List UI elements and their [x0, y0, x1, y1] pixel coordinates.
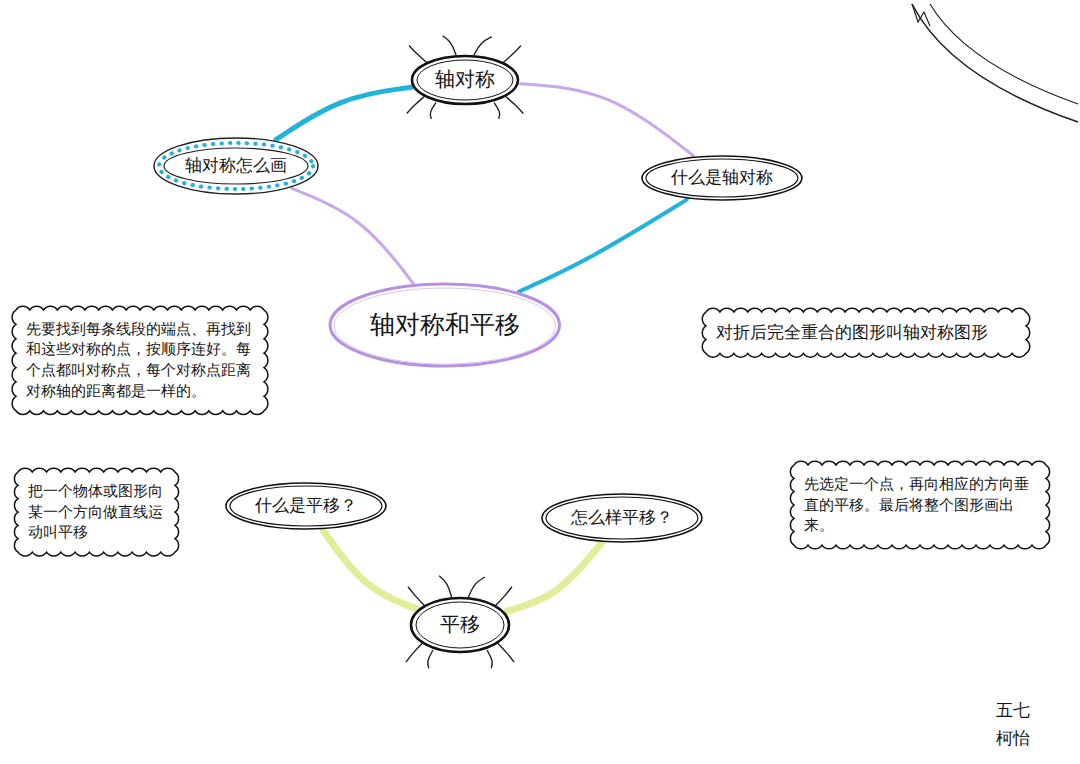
oval-outline [646, 159, 798, 197]
bug-leg [495, 587, 512, 606]
cloud-outline [702, 309, 1029, 358]
bug-leg [439, 576, 451, 598]
oval-outline [226, 483, 386, 529]
bug-leg [494, 103, 500, 119]
sun-arc [912, 4, 1078, 122]
question-oval: 轴对称怎么画 [152, 136, 320, 196]
connector-line [323, 530, 416, 608]
note-cloud: 对折后完全重合的图形叫轴对称图形 [701, 307, 1031, 358]
bug-leg [497, 643, 514, 662]
node-text: 把一个物体或图形向某一个方向做直线运动叫平移 [28, 481, 165, 543]
oval-outline [154, 138, 318, 194]
ellipse-outline [334, 288, 556, 364]
bug-body [412, 56, 518, 104]
bug-body [416, 602, 504, 648]
bug-leg [505, 96, 523, 113]
cloud-outline [790, 461, 1049, 549]
bug-leg [408, 587, 425, 606]
oval-outline [164, 148, 308, 184]
node-text: 什么是平移？ [255, 494, 357, 517]
sun-arc [930, 4, 1078, 104]
signature-text: 五七 [996, 700, 1030, 720]
node-text: 轴对称怎么画 [185, 154, 287, 177]
branch-bug: 平移 [408, 595, 512, 655]
node-text: 先选定一个点，再向相应的方向垂直的平移。最后将整个图形画出来。 [804, 474, 1036, 536]
connector-line [519, 200, 687, 292]
text-wrap: 对折后完全重合的图形叫轴对称图形 [716, 321, 1016, 344]
text-wrap: 怎么样平移？ [571, 506, 673, 529]
text-wrap: 先选定一个点，再向相应的方向垂直的平移。最后将整个图形画出来。 [804, 474, 1036, 536]
text-wrap: 轴对称怎么画 [185, 154, 287, 177]
bug-body [417, 60, 513, 100]
oval-dots [159, 143, 313, 189]
node-text: 轴对称 [435, 66, 495, 94]
oval-outline [230, 486, 382, 526]
oval-outline [546, 497, 698, 539]
cloud-outline [12, 306, 268, 414]
question-oval: 什么是平移？ [224, 481, 388, 531]
bug-leg [468, 577, 485, 597]
node-text: 对折后完全重合的图形叫轴对称图形 [716, 321, 1016, 344]
bug-leg [443, 36, 456, 55]
ellipse-outline [330, 284, 560, 366]
connector-line [520, 84, 693, 156]
text-wrap: 把一个物体或图形向某一个方向做直线运动叫平移 [28, 481, 165, 543]
question-oval: 什么是轴对称 [640, 154, 804, 202]
signature-text: 柯怡 [996, 728, 1030, 748]
bug-leg [406, 643, 423, 662]
node-text: 轴对称和平移 [370, 308, 520, 343]
node-text: 平移 [440, 611, 480, 639]
bug-leg [409, 45, 427, 62]
text-wrap: 轴对称 [435, 66, 495, 94]
connector-line [276, 87, 411, 139]
bug-leg [474, 37, 492, 55]
question-oval: 怎么样平移？ [540, 492, 704, 544]
text-wrap: 轴对称和平移 [370, 308, 520, 343]
branch-bug: 轴对称 [409, 53, 521, 107]
oval-outline [642, 156, 802, 200]
node-text: 怎么样平移？ [571, 506, 673, 529]
sun-ray [912, 4, 930, 26]
node-text: 先要找到每条线段的端点、再找到和这些对称的点，按顺序连好。每个点都叫对称点，每个… [26, 319, 254, 402]
text-wrap: 平移 [440, 611, 480, 639]
bug-leg [428, 650, 433, 668]
cloud-outline [14, 468, 178, 556]
bug-leg [407, 96, 425, 113]
note-cloud: 先选定一个点，再向相应的方向垂直的平移。最后将整个图形画出来。 [789, 460, 1051, 550]
bug-leg [503, 45, 521, 62]
note-cloud: 把一个物体或图形向某一个方向做直线运动叫平移 [13, 467, 180, 557]
bug-body [411, 598, 509, 652]
connector-line [506, 543, 601, 611]
bug-leg [430, 103, 436, 119]
topic-ellipse: 轴对称和平移 [328, 282, 562, 368]
bug-leg [487, 650, 492, 668]
node-text: 什么是轴对称 [671, 166, 773, 189]
text-wrap: 什么是轴对称 [671, 166, 773, 189]
text-wrap: 什么是平移？ [255, 494, 357, 517]
oval-outline [542, 494, 702, 542]
text-wrap: 先要找到每条线段的端点、再找到和这些对称的点，按顺序连好。每个点都叫对称点，每个… [26, 319, 254, 402]
note-cloud: 先要找到每条线段的端点、再找到和这些对称的点，按顺序连好。每个点都叫对称点，每个… [11, 305, 269, 416]
connector-line [292, 188, 414, 283]
